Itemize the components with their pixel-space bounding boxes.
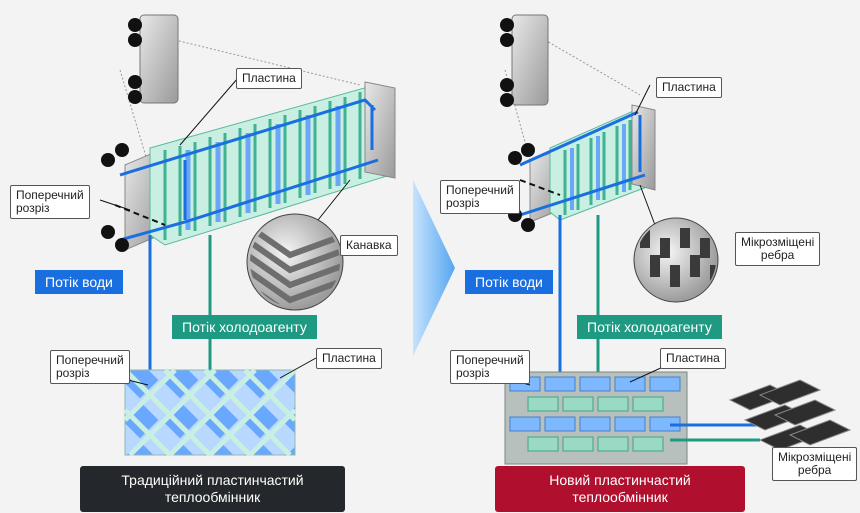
right-exchanger [508,84,656,232]
right-cross-section-label-2: Поперечний розріз [450,350,530,384]
transition-arrow-icon [413,180,455,356]
left-plate-label-2: Пластина [316,348,382,369]
left-water-flow-label: Потік води [35,270,123,294]
fins-label-2: Мікрозміщені ребра [772,447,858,481]
left-plate-label: Пластина [236,68,302,89]
right-water-flow-label: Потік води [465,270,553,294]
traditional-caption: Традиційний пластинчастий теплообмінник [80,466,345,512]
right-refrigerant-flow-label: Потік холодоагенту [577,315,722,339]
left-cross-section-label: Поперечний розріз [10,185,90,219]
left-small-block [119,14,361,171]
groove-label: Канавка [340,235,398,256]
left-cross-section [99,357,317,457]
fins-label: Мікрозміщені ребра [735,232,821,266]
new-caption: Новий пластинчастий теплообмінник [495,466,745,512]
right-plate-label-2: Пластина [660,348,726,369]
left-cross-section-label-2: Поперечний розріз [50,350,130,384]
right-cross-section [487,356,760,465]
left-exchanger [99,77,396,252]
right-plate-label: Пластина [656,77,722,98]
right-cross-section-label: Поперечний розріз [440,180,520,214]
fins-magnifier [633,184,719,303]
left-refrigerant-flow-label: Потік холодоагенту [172,315,317,339]
